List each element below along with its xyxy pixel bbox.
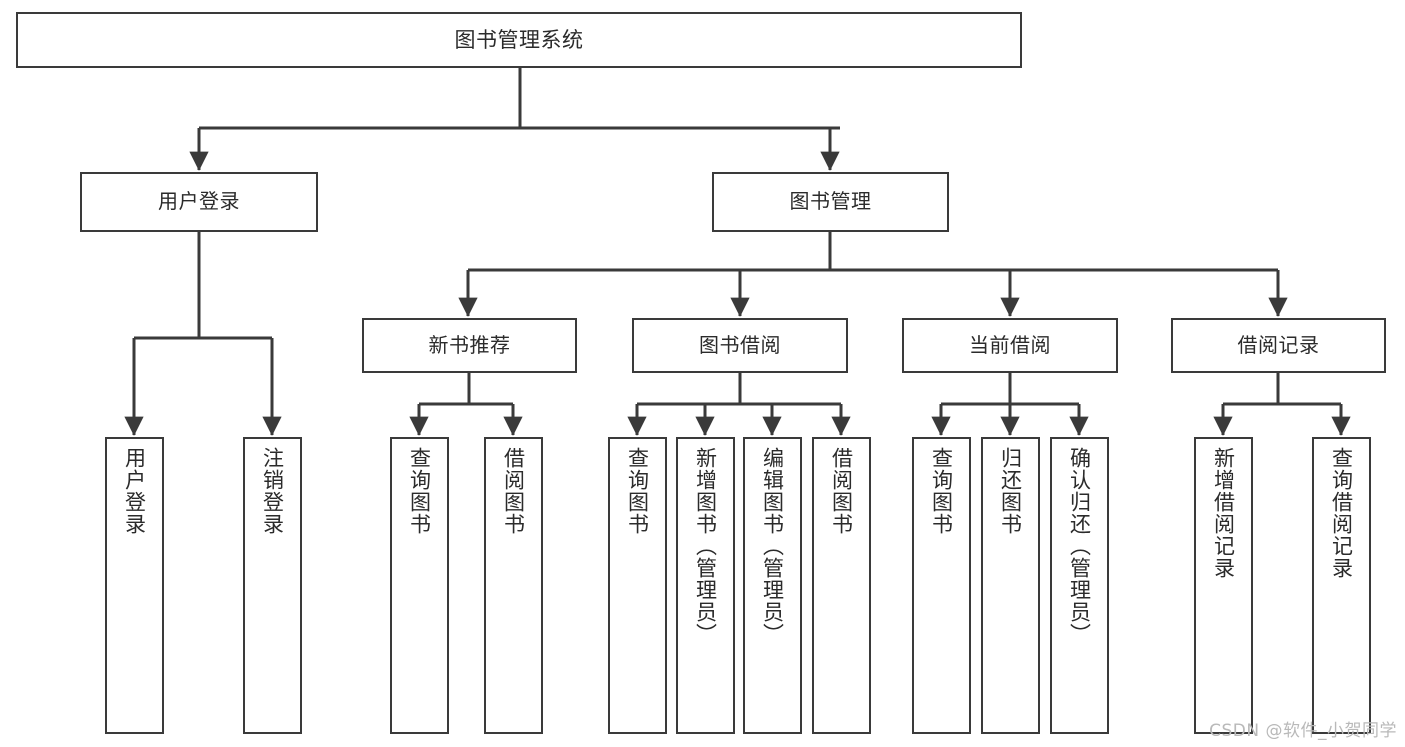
node-leaf-record-query-record[interactable]: 查询借阅记录	[1312, 437, 1371, 734]
node-new-book-recommend-label: 新书推荐	[428, 332, 511, 357]
node-leaf-current-query-book-label: 查询图书	[929, 447, 954, 535]
node-new-book-recommend[interactable]: 新书推荐	[362, 318, 577, 373]
node-leaf-user-logout-label: 注销登录	[260, 447, 285, 535]
node-borrow-record[interactable]: 借阅记录	[1171, 318, 1386, 373]
node-leaf-record-add-record[interactable]: 新增借阅记录	[1194, 437, 1253, 734]
node-leaf-record-add-record-label: 新增借阅记录	[1211, 447, 1236, 579]
node-leaf-borrow-edit-book-label: 编辑图书（管理员）	[760, 447, 785, 645]
node-book-borrow-label: 图书借阅	[699, 332, 781, 357]
node-leaf-borrow-edit-book[interactable]: 编辑图书（管理员）	[743, 437, 802, 734]
node-user-login-label: 用户登录	[158, 189, 240, 214]
node-leaf-recommend-borrow-book-label: 借阅图书	[501, 447, 526, 535]
node-leaf-current-query-book[interactable]: 查询图书	[912, 437, 971, 734]
node-leaf-current-confirm-return[interactable]: 确认归还（管理员）	[1050, 437, 1109, 734]
node-root-system-label: 图书管理系统	[454, 27, 584, 52]
csdn-watermark: CSDN @软件_小贺同学	[1209, 721, 1397, 741]
node-book-manage-label: 图书管理	[789, 189, 872, 214]
node-leaf-record-query-record-label: 查询借阅记录	[1329, 447, 1354, 579]
node-leaf-user-login[interactable]: 用户登录	[105, 437, 164, 734]
node-leaf-borrow-add-book-label: 新增图书（管理员）	[693, 447, 718, 645]
node-leaf-current-return-book[interactable]: 归还图书	[981, 437, 1040, 734]
node-current-borrow[interactable]: 当前借阅	[902, 318, 1118, 373]
node-borrow-record-label: 借阅记录	[1237, 332, 1320, 357]
node-book-borrow[interactable]: 图书借阅	[632, 318, 848, 373]
node-current-borrow-label: 当前借阅	[969, 332, 1051, 357]
node-leaf-borrow-borrow-book[interactable]: 借阅图书	[812, 437, 871, 734]
node-leaf-borrow-query-book-label: 查询图书	[625, 447, 650, 535]
node-leaf-user-login-label: 用户登录	[122, 447, 147, 535]
node-leaf-current-confirm-return-label: 确认归还（管理员）	[1067, 447, 1092, 645]
node-book-manage[interactable]: 图书管理	[712, 172, 949, 232]
node-leaf-borrow-borrow-book-label: 借阅图书	[829, 447, 854, 535]
node-leaf-user-logout[interactable]: 注销登录	[243, 437, 302, 734]
node-root-system[interactable]: 图书管理系统	[16, 12, 1022, 68]
node-leaf-borrow-add-book[interactable]: 新增图书（管理员）	[676, 437, 735, 734]
node-leaf-borrow-query-book[interactable]: 查询图书	[608, 437, 667, 734]
node-user-login[interactable]: 用户登录	[80, 172, 318, 232]
node-leaf-recommend-query-book-label: 查询图书	[407, 447, 432, 535]
node-leaf-recommend-query-book[interactable]: 查询图书	[390, 437, 449, 734]
node-leaf-recommend-borrow-book[interactable]: 借阅图书	[484, 437, 543, 734]
node-leaf-current-return-book-label: 归还图书	[998, 447, 1023, 535]
